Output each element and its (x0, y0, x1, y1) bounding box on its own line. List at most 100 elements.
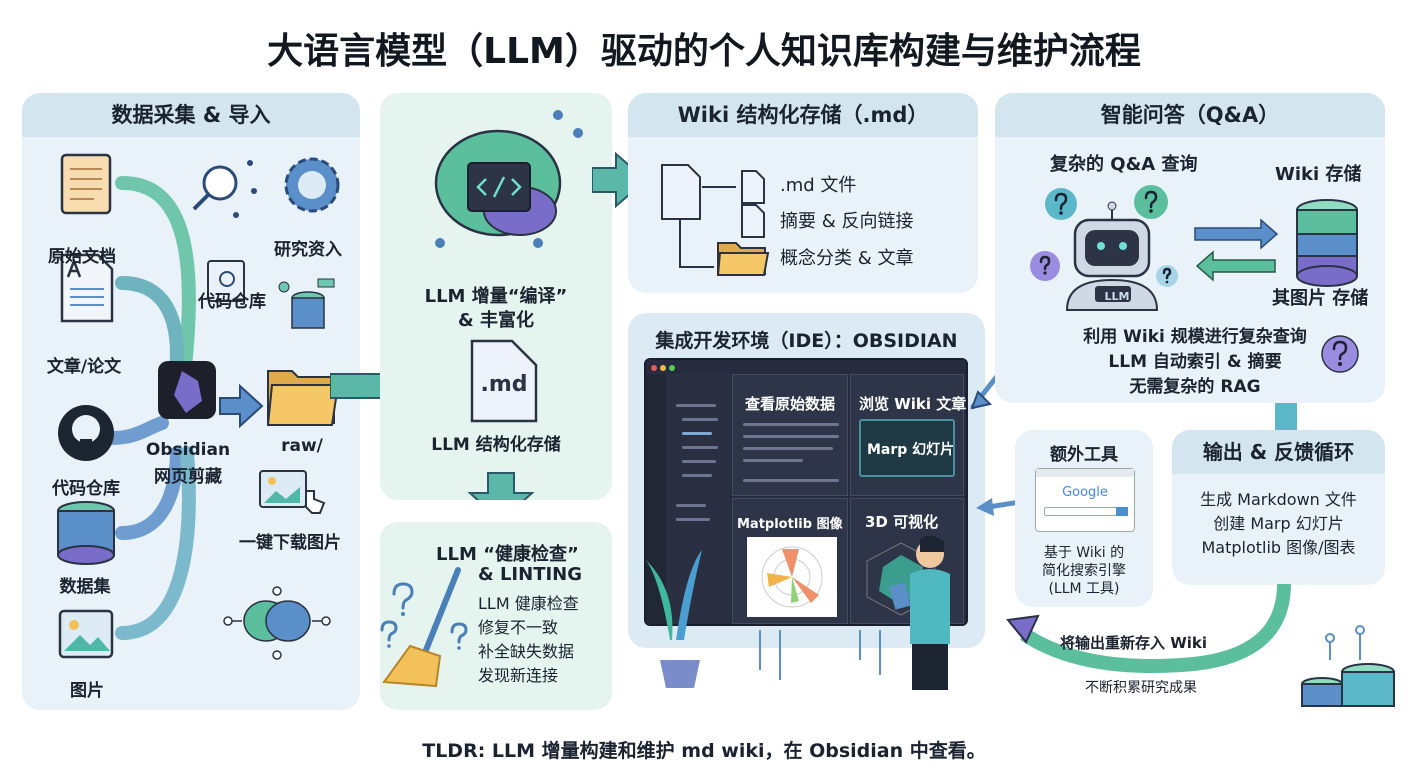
browser-titlebar (1036, 469, 1134, 477)
qa-panel: 智能问答（Q&A） (995, 93, 1385, 403)
question-bubble-icon (1030, 185, 1178, 287)
tools-desc: (LLM 工具) (1048, 581, 1120, 597)
wiki-tree-graphics (661, 164, 770, 276)
pane-title: 查看原始数据 (745, 395, 836, 413)
source-articles-label: 文章/论文 (46, 357, 122, 377)
research-label: 研究资入 (274, 240, 342, 260)
pane-title: Matplotlib 图像 (737, 517, 843, 532)
output-item: 创建 Marp 幻灯片 (1213, 514, 1344, 533)
ribbon-sidebar[interactable] (646, 374, 666, 624)
polar-chart-thumbnail (747, 537, 837, 617)
qa-note: LLM 自动索引 & 摘要 (1108, 352, 1282, 372)
qa-header: 智能问答（Q&A） (995, 93, 1385, 137)
google-logo: Google (1062, 485, 1108, 500)
plant-icon (646, 550, 702, 688)
llm-storage-label: LLM 结构化存储 (431, 435, 561, 455)
feedback-loop-arrow (1006, 583, 1395, 707)
obsidian-clipper-sub: 网页剪藏 (154, 467, 222, 487)
robot-icon (1065, 201, 1159, 311)
github-icon (58, 405, 114, 461)
obsidian-logo-icon (158, 361, 216, 419)
code-repo-label: 代码仓库 (198, 292, 266, 312)
output-item: 生成 Markdown 文件 (1200, 490, 1357, 509)
wiki-item-backlinks: 摘要 & 反向链接 (780, 211, 914, 232)
output-item: Matplotlib 图像/图表 (1201, 538, 1356, 557)
pane-title: 3D 可视化 (865, 513, 939, 531)
qa-graphics (1030, 185, 1358, 311)
footer-tldr: TLDR: LLM 增量构建和维护 md wiki，在 Obsidian 中查看… (422, 740, 986, 762)
output-panel: 输出 & 反馈循环 (1172, 430, 1385, 585)
brain-code-icon (434, 110, 583, 248)
loop-label-2: 不断积累研究成果 (1085, 680, 1197, 696)
file-icon (741, 204, 765, 238)
tools-desc: 基于 Wiki 的 (1043, 545, 1125, 561)
question-bubble-icon (1321, 335, 1359, 373)
page-title: 大语言模型（LLM）驱动的个人知识库构建与维护流程 (267, 31, 1141, 72)
lint-item: 发现新连接 (478, 666, 559, 685)
lint-item: 补全缺失数据 (478, 642, 575, 661)
qa-note: 无需复杂的 RAG (1129, 377, 1261, 397)
tools-header: 额外工具 (1050, 445, 1118, 465)
pane-title: 浏览 Wiki 文章 (859, 395, 967, 413)
file-icon (741, 170, 765, 204)
qa-query-label: 复杂的 Q&A 查询 (1050, 154, 1198, 175)
brain-network-icon (223, 586, 331, 660)
lint-item: 修复不一致 (478, 618, 559, 637)
pane-matplotlib[interactable]: Matplotlib 图像 (732, 498, 848, 624)
ide-decor (646, 535, 950, 690)
file-explorer[interactable] (666, 374, 730, 624)
folder-icon (266, 370, 340, 426)
question-mark-icon (380, 582, 468, 644)
qa-note: 利用 Wiki 规模进行复杂查询 (1083, 327, 1307, 347)
qa-output-connector (1275, 403, 1297, 433)
output-header: 输出 & 反馈循环 (1172, 430, 1385, 474)
search-input[interactable] (1044, 507, 1124, 516)
source-datasets-label: 数据集 (59, 577, 111, 597)
main-file-icon (661, 164, 701, 220)
store-sub-label: 其图片 存储 (1272, 288, 1369, 309)
folder-icon (716, 242, 770, 276)
md-file-icon (470, 339, 538, 423)
compile-line2: & 丰富化 (458, 310, 534, 331)
broom-icon (380, 567, 468, 688)
lint-title1: LLM “健康检查” (436, 544, 579, 565)
obsidian-clipper-label: Obsidian (145, 440, 231, 460)
database-icon (57, 501, 115, 565)
database-circuit-icon (1301, 625, 1395, 707)
raw-folder-label: raw/ (281, 436, 323, 456)
download-image-icon (259, 470, 326, 514)
scroll-document-icon (60, 153, 112, 215)
obsidian-window: 查看原始数据 浏览 Wiki 文章 Marp 幻灯片 Matplotlib 图像… (644, 358, 968, 626)
tools-to-ide-arrow (976, 498, 1021, 516)
wiki-store-label: Wiki 存储 (1275, 164, 1362, 185)
ingest-header: 数据采集 & 导入 (22, 93, 360, 137)
wiki-database-icon (1296, 199, 1358, 287)
lint-item: LLM 健康检查 (478, 594, 579, 613)
loop-label-1: 将输出重新存入 Wiki (1060, 634, 1208, 652)
source-code-label: 代码仓库 (52, 479, 120, 499)
compile-line1: LLM 增量“编译” (424, 286, 568, 307)
tools-desc: 简化搜索引擎 (1042, 563, 1126, 579)
search-button[interactable] (1116, 507, 1128, 516)
marp-slide-preview[interactable]: Marp 幻灯片 (859, 419, 955, 477)
exchange-arrows-icon (1194, 218, 1279, 282)
compile-graphics (434, 110, 583, 500)
md-badge: .md (480, 372, 528, 397)
source-raw-docs-label: 原始文档 (48, 247, 116, 267)
gear-globe-icon (284, 157, 340, 213)
ide-header: 集成开发环境（IDE）：OBSIDIAN (655, 330, 958, 352)
database-network-icon (278, 278, 335, 329)
wiki-item-concepts: 概念分类 & 文章 (780, 248, 914, 269)
code-file-icon (207, 260, 245, 302)
download-images-label: 一键下载图片 (239, 533, 341, 553)
image-icon (58, 609, 114, 659)
robot-badge: LLM (1104, 290, 1130, 303)
search-research-icon (192, 160, 257, 218)
arrow-to-raw-icon (219, 383, 264, 429)
pane-wiki-articles[interactable]: 浏览 Wiki 文章 Marp 幻灯片 (850, 374, 967, 496)
window-controls[interactable] (650, 363, 682, 373)
source-images-label: 图片 (70, 681, 104, 701)
person-icon (889, 535, 950, 690)
pane-raw-data[interactable]: 查看原始数据 (732, 374, 848, 496)
slide-title: Marp 幻灯片 (867, 442, 955, 458)
